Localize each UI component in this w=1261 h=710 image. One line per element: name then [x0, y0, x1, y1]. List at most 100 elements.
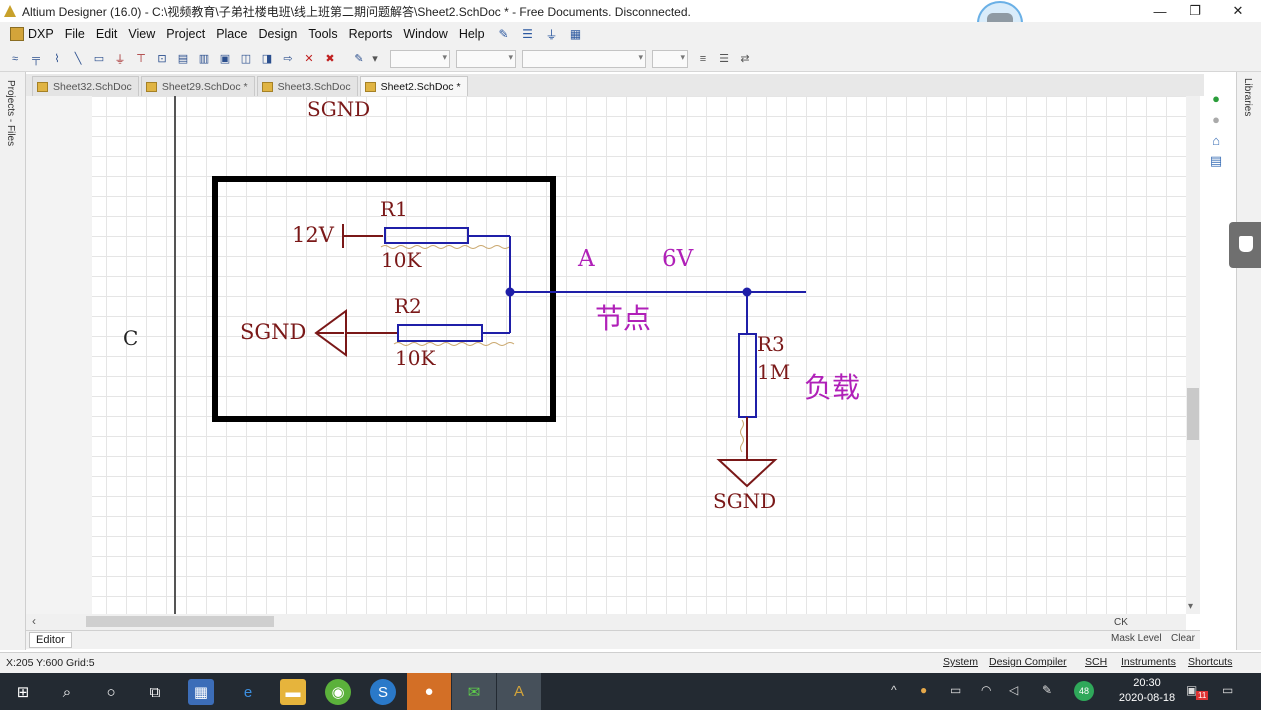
instruments-button[interactable]: Instruments [1121, 656, 1176, 668]
sch-button[interactable]: SCH [1085, 656, 1108, 668]
place-sheet-symbol-icon[interactable]: ▤ [177, 53, 189, 65]
pen-tray-icon[interactable]: ✎ [1042, 683, 1053, 697]
wiring-tools-icon[interactable]: ✎ [498, 27, 509, 41]
style-select[interactable] [522, 49, 646, 68]
floating-side-tab[interactable] [1229, 222, 1261, 268]
windows-start-icon[interactable]: ⊞ [16, 684, 30, 701]
wifi-icon[interactable]: ◠ [981, 683, 992, 697]
r1-warning-squiggle [380, 245, 510, 249]
align-tools-icon[interactable]: ☰ [522, 27, 533, 41]
menu-view[interactable]: View [128, 27, 156, 41]
pen-icon[interactable]: ✎ [354, 53, 364, 65]
place-harness-entry-icon[interactable]: ◨ [261, 53, 273, 65]
dxp-icon [10, 27, 24, 41]
menu-place[interactable]: Place [216, 27, 248, 41]
cortana-icon[interactable]: ○ [106, 683, 116, 701]
close-button[interactable]: ✕ [1232, 3, 1244, 18]
maximize-button[interactable]: ❐ [1189, 3, 1201, 18]
altium-taskbar-icon[interactable]: A [497, 673, 541, 710]
vertical-scrollbar[interactable]: ▾ [1186, 96, 1200, 614]
editor-tab[interactable]: Editor [29, 632, 72, 648]
scroll-left-icon[interactable]: ‹ [32, 614, 36, 628]
vertical-scroll-thumb[interactable] [1187, 388, 1199, 440]
libraries-panel-strip[interactable]: Libraries [1236, 72, 1261, 650]
width-select[interactable] [652, 49, 688, 68]
edge-icon[interactable]: e [243, 683, 253, 701]
power-port-icon[interactable]: ⏚ [545, 27, 558, 42]
r1-body[interactable] [384, 227, 469, 244]
tray-expand-icon[interactable]: ^ [891, 683, 897, 697]
tab-sheet3[interactable]: Sheet3.SchDoc [256, 76, 358, 96]
action-center-icon[interactable]: ▭ [1222, 683, 1234, 697]
pen-dropdown-icon[interactable]: ▾ [372, 53, 378, 65]
schematic-canvas[interactable]: C [26, 96, 1186, 614]
menu-file[interactable]: File [64, 27, 85, 41]
projects-panel-label[interactable]: Projects - Files [5, 80, 16, 147]
menu-project[interactable]: Project [166, 27, 206, 41]
projects-panel-strip[interactable]: Projects - Files [0, 72, 26, 650]
place-signal-harness-icon[interactable]: ⌇ [54, 53, 60, 65]
place-harness-connector-icon[interactable]: ◫ [240, 53, 252, 65]
tab-sheet32[interactable]: Sheet32.SchDoc [32, 76, 139, 96]
place-vcc-port-icon[interactable]: ⊤ [136, 53, 146, 65]
line-width-icon[interactable]: ☰ [719, 53, 729, 65]
place-wire-icon[interactable]: ≈ [11, 52, 19, 65]
design-compiler-button[interactable]: Design Compiler [989, 656, 1067, 668]
place-port-icon[interactable]: ⇨ [283, 53, 293, 65]
recorder-app-icon[interactable]: ● [407, 673, 451, 710]
place-bus-entry-icon[interactable]: ╲ [74, 53, 82, 65]
tab-sheet2[interactable]: Sheet2.SchDoc * [359, 76, 468, 96]
place-no-erc-icon[interactable]: ✕ [304, 53, 314, 65]
font-size-select[interactable] [456, 49, 516, 68]
notification-app-icon[interactable]: ▣ [1186, 683, 1198, 697]
minimize-button[interactable]: — [1153, 3, 1167, 19]
tray-app-icon[interactable]: ● [920, 683, 928, 697]
clear-button[interactable]: Clear [1171, 633, 1195, 644]
system-panel-button[interactable]: System [943, 656, 979, 668]
sogou-icon[interactable]: S [370, 679, 396, 705]
volume-icon[interactable]: ◁ [1009, 683, 1019, 697]
menu-design[interactable]: Design [258, 27, 298, 41]
forward-icon[interactable]: ● [1212, 111, 1220, 127]
line-style-icon[interactable]: ≡ [699, 52, 707, 65]
horizontal-scroll-thumb[interactable] [86, 616, 274, 627]
menu-reports[interactable]: Reports [348, 27, 393, 41]
place-net-label-icon[interactable]: ▭ [93, 53, 105, 65]
menu-edit[interactable]: Edit [95, 27, 118, 41]
tab-sheet29[interactable]: Sheet29.SchDoc * [140, 76, 255, 96]
r3-body[interactable] [738, 333, 757, 418]
shortcuts-button[interactable]: Shortcuts [1188, 656, 1233, 668]
place-bus-icon[interactable]: ╤ [32, 52, 40, 65]
menu-help[interactable]: Help [458, 27, 485, 41]
font-name-select[interactable] [390, 49, 450, 68]
menu-window[interactable]: Window [403, 27, 448, 41]
clock[interactable]: 20:30 2020-08-18 [1118, 676, 1176, 706]
place-device-sheet-icon[interactable]: ▣ [219, 53, 231, 65]
place-part-icon[interactable]: ⊡ [157, 53, 167, 65]
arrow-style-icon[interactable]: ⇄ [740, 53, 750, 65]
place-gnd-port-icon[interactable]: ⏚ [114, 53, 126, 66]
horizontal-scrollbar[interactable]: ‹ [26, 614, 1186, 630]
task-view-icon[interactable]: ⧉ [149, 683, 161, 701]
menu-dxp[interactable]: DXP [28, 27, 54, 41]
place-compile-mask-icon[interactable]: ✖ [325, 53, 335, 65]
home-icon[interactable]: ⌂ [1212, 132, 1220, 148]
back-icon[interactable]: ● [1212, 90, 1220, 106]
browser-icon[interactable]: ◉ [325, 679, 351, 705]
schdoc-icon [145, 81, 157, 92]
scroll-down-icon[interactable]: ▾ [1188, 601, 1194, 612]
place-sheet-entry-icon[interactable]: ▥ [198, 53, 210, 65]
mask-level-button[interactable]: Mask Level [1111, 633, 1162, 644]
document-icon[interactable]: ▤ [1209, 153, 1223, 168]
grid-icon[interactable]: ▦ [569, 27, 582, 41]
menu-tools[interactable]: Tools [308, 27, 338, 41]
search-icon[interactable]: ⌕ [62, 683, 72, 701]
file-explorer-icon[interactable]: ▬ [280, 679, 306, 705]
r2-value: 10K [395, 346, 436, 370]
r2-body[interactable] [397, 324, 483, 342]
badge-icon[interactable]: 48 [1074, 681, 1094, 701]
r2-designator: R2 [394, 294, 422, 318]
wechat-icon[interactable]: ✉ [452, 673, 496, 710]
calculator-icon[interactable]: ▦ [188, 679, 214, 705]
libraries-panel-label[interactable]: Libraries [1242, 78, 1253, 117]
